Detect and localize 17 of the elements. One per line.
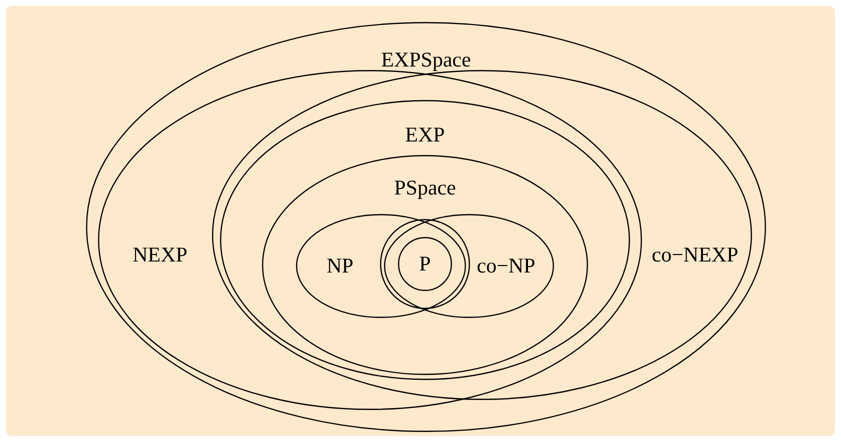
set-ellipse [220, 100, 630, 380]
set-ellipse [212, 70, 752, 400]
set-label: co−NEXP [652, 244, 738, 266]
set-label: P [419, 254, 431, 274]
set-ellipse [86, 22, 766, 432]
set-ellipse [398, 237, 452, 291]
set-ellipse [98, 70, 642, 410]
set-ellipse [262, 155, 588, 375]
set-label: co−NP [476, 256, 536, 276]
set-ellipse [296, 214, 466, 318]
set-label: PSpace [394, 178, 456, 198]
set-label: NP [326, 256, 354, 276]
set-ellipse [384, 214, 554, 318]
set-label: NEXP [132, 244, 188, 266]
set-circle [380, 219, 470, 309]
set-label: EXPSpace [381, 50, 471, 70]
set-label: EXP [405, 124, 445, 146]
